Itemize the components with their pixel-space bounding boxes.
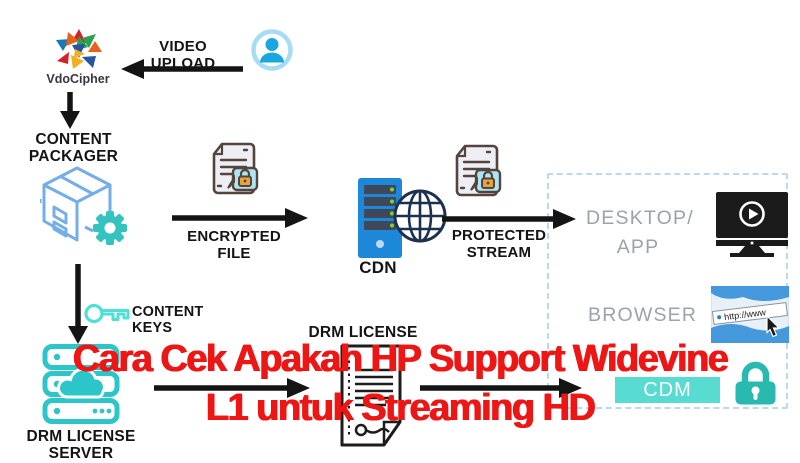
cdn-label: CDN [359, 258, 397, 277]
protected-doc-icon [455, 144, 502, 197]
browser-thumbnail-icon: http://www [711, 286, 789, 343]
monitor-play-icon [716, 192, 788, 257]
encrypted-doc-icon [212, 142, 259, 195]
license-doc-icon [340, 344, 402, 447]
lock-icon [735, 361, 776, 405]
user-icon [251, 29, 293, 71]
drm-server-icon [42, 344, 120, 424]
desktop-app-label: DESKTOP/ APP [586, 207, 694, 259]
drm-license-label: DRM LICENSE [308, 324, 418, 341]
browser-label: BROWSER [588, 304, 698, 326]
brand-name: VdoCipher [46, 72, 110, 86]
key-icon [84, 303, 130, 324]
overlay-title-line1: Cara Cek Apakah HP Support Widevine [72, 338, 729, 380]
content-keys-label: CONTENT KEYS [132, 304, 204, 337]
protected-stream-label: PROTECTED STREAM [451, 227, 547, 261]
package-gear-icon [40, 166, 127, 245]
content-packager-label: CONTENT PACKAGER [28, 131, 119, 166]
gear-icon [93, 211, 127, 245]
overlay-title-line2: L1 untuk Streaming HD [205, 387, 596, 429]
vdocipher-logo-icon [56, 29, 102, 69]
cdm-module-badge: CDM [615, 377, 720, 403]
video-upload-label: VIDEO UPLOAD [150, 38, 216, 72]
encrypted-file-label: ENCRYPTED FILE [187, 228, 281, 262]
drm-license-server-label: DRM LICENSE SERVER [26, 428, 136, 463]
cdn-server-icon [358, 178, 447, 258]
